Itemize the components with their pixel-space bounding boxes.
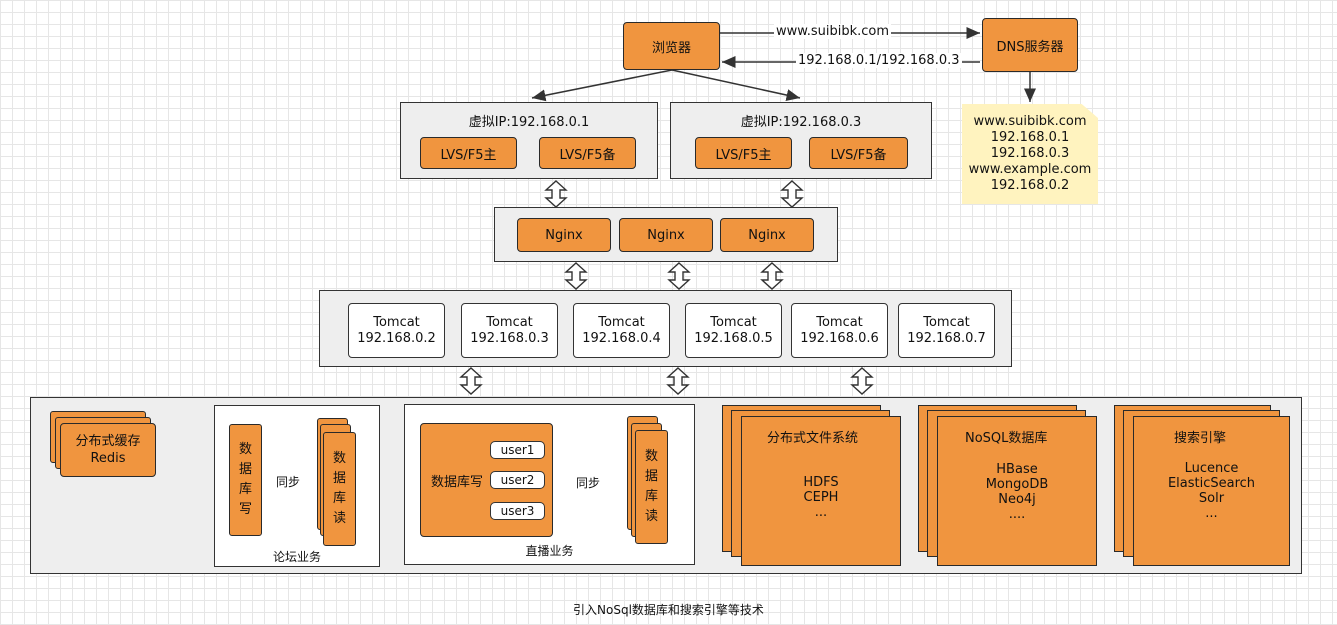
redis-cache-node: 分布式缓存 Redis xyxy=(60,423,156,477)
note-line: www.suibibk.com xyxy=(973,114,1087,129)
cache-name: Redis xyxy=(90,451,126,466)
nosql-item: MongoDB xyxy=(985,477,1049,492)
char: 据 xyxy=(238,462,252,477)
char: 库 xyxy=(238,482,252,497)
search-item: Lucence xyxy=(1184,461,1239,476)
note-line: 192.168.0.3 xyxy=(990,146,1070,161)
dfs-item: CEPH xyxy=(803,490,839,505)
search-item: ElasticSearch xyxy=(1167,476,1256,491)
vip-group-1: 虚拟IP:192.168.0.1 LVS/F5主 LVS/F5备 xyxy=(400,102,658,179)
dns-request-label: www.suibibk.com xyxy=(774,24,892,39)
double-arrow xyxy=(850,367,874,395)
browser-node: 浏览器 xyxy=(623,22,720,70)
char: 写 xyxy=(238,502,252,517)
lvs-main-node: LVS/F5主 xyxy=(695,137,792,169)
cache-title: 分布式缓存 xyxy=(75,434,141,449)
tomcat-ip: 192.168.0.4 xyxy=(582,330,661,346)
note-line: 192.168.0.1 xyxy=(990,130,1070,145)
tomcat-name: Tomcat xyxy=(816,314,863,330)
dns-records-note: www.suibibk.com 192.168.0.1 192.168.0.3 … xyxy=(962,104,1098,204)
char: 数 xyxy=(644,449,658,464)
tomcat-ip: 192.168.0.2 xyxy=(357,330,436,346)
vip-title: 虚拟IP:192.168.0.1 xyxy=(468,115,590,130)
nosql-item: .... xyxy=(1008,507,1026,522)
lvs-backup-node: LVS/F5备 xyxy=(539,137,636,169)
double-arrow xyxy=(666,367,690,395)
vip-group-2: 虚拟IP:192.168.0.3 LVS/F5主 LVS/F5备 xyxy=(670,102,932,179)
forum-caption: 论坛业务 xyxy=(272,550,321,564)
double-arrow xyxy=(780,180,804,208)
search-item: ... xyxy=(1205,506,1218,521)
tomcat-node: Tomcat 192.168.0.5 xyxy=(685,303,782,358)
nginx-node: Nginx xyxy=(720,218,814,252)
char: 据 xyxy=(332,471,346,486)
tomcat-name: Tomcat xyxy=(373,314,420,330)
note-line: 192.168.0.2 xyxy=(990,178,1070,193)
tomcat-ip: 192.168.0.7 xyxy=(907,330,986,346)
tomcat-ip: 192.168.0.3 xyxy=(470,330,549,346)
nginx-node: Nginx xyxy=(517,218,611,252)
tomcat-node: Tomcat 192.168.0.7 xyxy=(898,303,995,358)
search-items: Lucence ElasticSearch Solr ... xyxy=(1134,461,1289,521)
search-engine-node: 搜索引擎 Lucence ElasticSearch Solr ... xyxy=(1133,416,1290,566)
double-arrow xyxy=(564,262,588,290)
nosql-item: Neo4j xyxy=(998,492,1036,507)
double-arrow xyxy=(760,262,784,290)
user-shard: user2 xyxy=(490,471,545,489)
diagram-caption: 引入NoSql数据库和搜索引擎等技术 xyxy=(573,603,764,617)
dns-response-label: 192.168.0.1/192.168.0.3 xyxy=(796,53,962,68)
nosql-node: NoSQL数据库 HBase MongoDB Neo4j .... xyxy=(937,416,1097,566)
char: 读 xyxy=(644,509,658,524)
double-arrow xyxy=(459,367,483,395)
dns-server-node: DNS服务器 xyxy=(982,18,1078,72)
dfs-item: ... xyxy=(814,505,828,520)
double-arrow xyxy=(667,262,691,290)
dfs-node: 分布式文件系统 HDFS CEPH ... xyxy=(741,416,901,566)
user-shard: user1 xyxy=(490,441,545,459)
vip-title: 虚拟IP:192.168.0.3 xyxy=(740,115,862,130)
forum-db-read-node: 数 据 库 读 xyxy=(323,432,356,546)
nosql-item: HBase xyxy=(996,462,1038,477)
tomcat-name: Tomcat xyxy=(710,314,757,330)
search-title: 搜索引擎 xyxy=(1174,431,1227,446)
tomcat-name: Tomcat xyxy=(923,314,970,330)
tomcat-node: Tomcat 192.168.0.6 xyxy=(791,303,888,358)
char: 数 xyxy=(332,451,346,466)
browser-to-vip1-arrow xyxy=(531,69,673,102)
char: 据 xyxy=(644,469,658,484)
tomcat-node: Tomcat 192.168.0.3 xyxy=(461,303,558,358)
char: 数 xyxy=(238,442,252,457)
tomcat-group: Tomcat 192.168.0.2 Tomcat 192.168.0.3 To… xyxy=(319,290,1012,367)
dfs-title: 分布式文件系统 xyxy=(767,431,859,446)
lvs-backup-node: LVS/F5备 xyxy=(809,137,908,169)
char: 读 xyxy=(332,511,346,526)
user-shard: user3 xyxy=(490,502,545,520)
live-db-read-node: 数 据 库 读 xyxy=(635,430,668,544)
char: 库 xyxy=(332,491,346,506)
note-line: www.example.com xyxy=(968,162,1092,177)
nginx-group: Nginx Nginx Nginx xyxy=(494,207,838,262)
nosql-title: NoSQL数据库 xyxy=(965,431,1048,446)
forum-sync-label: 同步 xyxy=(275,473,302,490)
dfs-items: HDFS CEPH ... xyxy=(742,475,900,520)
live-sync-label: 同步 xyxy=(575,474,602,491)
double-arrow xyxy=(544,180,568,208)
nginx-node: Nginx xyxy=(619,218,713,252)
char: 库 xyxy=(644,489,658,504)
search-item: Solr xyxy=(1198,491,1225,506)
tomcat-ip: 192.168.0.5 xyxy=(694,330,773,346)
tomcat-name: Tomcat xyxy=(486,314,533,330)
tomcat-node: Tomcat 192.168.0.2 xyxy=(348,303,445,358)
tomcat-node: Tomcat 192.168.0.4 xyxy=(573,303,670,358)
live-caption: 直播业务 xyxy=(525,544,574,558)
forum-db-write-node: 数 据 库 写 xyxy=(229,424,262,536)
tomcat-name: Tomcat xyxy=(598,314,645,330)
browser-to-vip2-arrow xyxy=(671,69,801,101)
tomcat-ip: 192.168.0.6 xyxy=(800,330,879,346)
nosql-items: HBase MongoDB Neo4j .... xyxy=(938,462,1096,522)
dfs-item: HDFS xyxy=(803,475,839,490)
live-write-label: 数据库写 xyxy=(431,474,484,490)
lvs-main-node: LVS/F5主 xyxy=(420,137,517,169)
